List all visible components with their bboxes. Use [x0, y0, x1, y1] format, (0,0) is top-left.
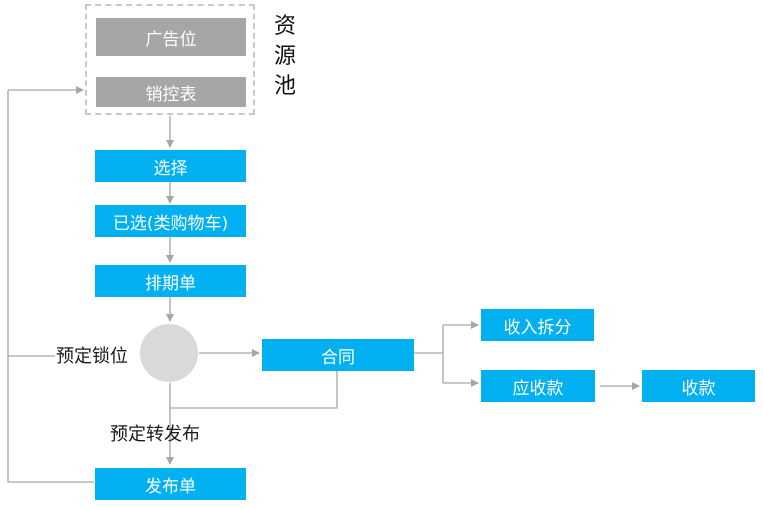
schedule-box[interactable]: 排期单: [95, 265, 246, 297]
ad-slot-box[interactable]: 广告位: [96, 18, 246, 56]
publish-sheet-box[interactable]: 发布单: [95, 468, 246, 500]
decision-circle[interactable]: [140, 324, 198, 382]
resource-pool-label-char: 池: [273, 74, 296, 99]
contract-box[interactable]: 合同: [262, 339, 414, 371]
receivable-box[interactable]: 应收款: [481, 370, 595, 402]
resource-pool-label-char: 资: [273, 14, 296, 39]
select-box[interactable]: 选择: [95, 150, 246, 182]
resource-pool-label: 资 源 池: [270, 12, 300, 102]
lock-reservation-label: 预定锁位: [56, 346, 128, 367]
inventory-sheet-box[interactable]: 销控表: [96, 77, 246, 107]
collection-box[interactable]: 收款: [642, 370, 755, 402]
line-lock-feedback: [7, 90, 55, 357]
convert-to-publish-label: 预定转发布: [110, 424, 200, 445]
line-contract-to-publish: [170, 371, 338, 409]
revenue-split-box[interactable]: 收入拆分: [481, 309, 594, 341]
selected-cart-box[interactable]: 已选(类购物车): [95, 205, 246, 237]
line-publish-feedback: [7, 356, 94, 483]
resource-pool-label-char: 源: [273, 44, 296, 69]
resource-pool-container: [85, 4, 255, 115]
